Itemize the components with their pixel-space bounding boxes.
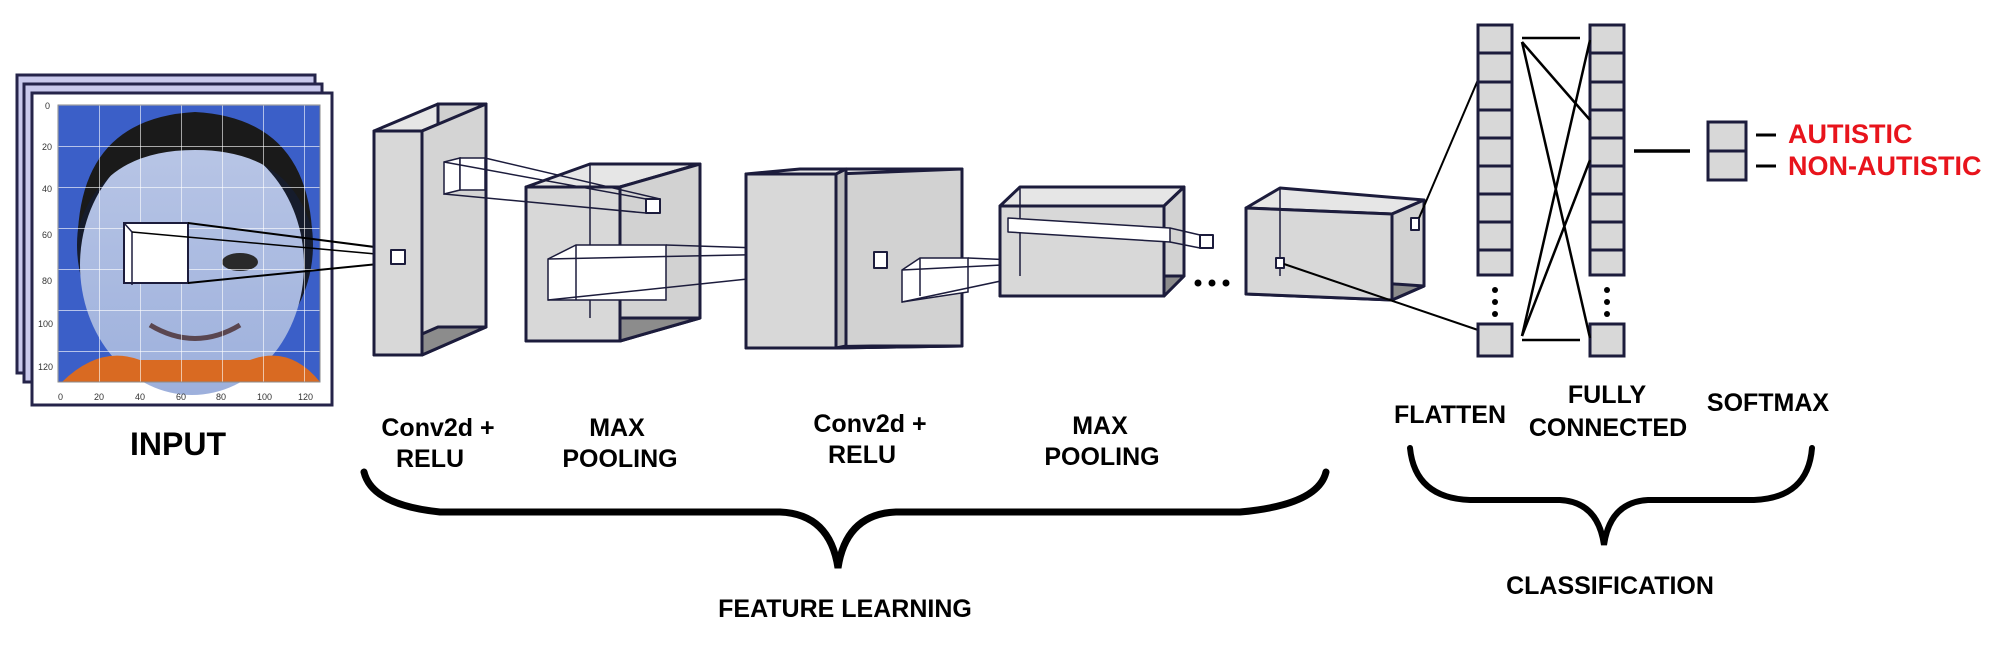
flatten-column <box>1476 23 1514 358</box>
input-face-photo <box>57 104 321 395</box>
conv2-label-line2: RELU <box>828 441 896 469</box>
x-tick: 80 <box>216 392 226 402</box>
fully-connected-label-line2: CONNECTED <box>1529 414 1687 442</box>
y-tick: 0 <box>45 101 50 111</box>
output-label-non-autistic: NON-AUTISTIC <box>1788 151 1981 181</box>
input-label: INPUT <box>130 426 226 462</box>
output-label-autistic: AUTISTIC <box>1788 119 1913 149</box>
feature-learning-brace <box>360 468 1330 569</box>
softmax-block <box>1706 120 1748 182</box>
x-tick: 60 <box>176 392 186 402</box>
y-tick: 100 <box>38 319 53 329</box>
conv1-block <box>372 102 488 357</box>
x-tick: 40 <box>135 392 145 402</box>
conv2-block <box>744 167 964 350</box>
softmax-label: SOFTMAX <box>1707 389 1830 417</box>
flatten-label: FLATTEN <box>1394 401 1506 429</box>
pool1-label-line1: MAX <box>589 414 645 442</box>
conv1-label-line2: RELU <box>396 445 464 473</box>
classification-label: CLASSIFICATION <box>1506 572 1714 600</box>
flatten-ellipsis <box>1492 287 1498 317</box>
y-tick: 120 <box>38 362 53 372</box>
input-receptive-field <box>123 222 399 285</box>
pool2-label-line2: POOLING <box>1044 443 1159 471</box>
conv1-to-pool1-projection <box>443 157 661 214</box>
pool2-label-line1: MAX <box>1072 412 1128 440</box>
output-dashes <box>1756 133 1776 168</box>
conv2-label-line1: Conv2d + <box>813 410 926 438</box>
y-tick: 40 <box>42 184 52 194</box>
fully-connected-column <box>1588 23 1626 358</box>
input-x-ticks: 0 20 40 60 80 100 120 <box>58 392 313 402</box>
input-y-ticks: 0 20 40 60 80 100 120 <box>38 101 53 372</box>
final-feature-map-block <box>1244 186 1426 302</box>
x-tick: 20 <box>94 392 104 402</box>
x-tick: 0 <box>58 392 63 402</box>
pool1-label-line2: POOLING <box>562 445 677 473</box>
y-tick: 80 <box>42 276 52 286</box>
classification-brace <box>1407 445 1815 546</box>
flatten-to-fc-connections <box>1520 36 1592 342</box>
conv1-label-line1: Conv2d + <box>381 414 494 442</box>
y-tick: 60 <box>42 230 52 240</box>
layer-labels: Conv2d + RELU MAX POOLING Conv2d + RELU … <box>381 381 1829 473</box>
pool2-block <box>998 185 1214 298</box>
continuation-dots <box>1194 279 1230 287</box>
input-image-stack: 0 20 40 60 80 100 120 0 20 40 60 80 100 … <box>15 73 399 462</box>
fully-connected-ellipsis <box>1604 287 1610 317</box>
y-tick: 20 <box>42 142 52 152</box>
x-tick: 120 <box>298 392 313 402</box>
x-tick: 100 <box>257 392 272 402</box>
feature-learning-label: FEATURE LEARNING <box>718 595 972 623</box>
fully-connected-label-line1: FULLY <box>1568 381 1647 409</box>
